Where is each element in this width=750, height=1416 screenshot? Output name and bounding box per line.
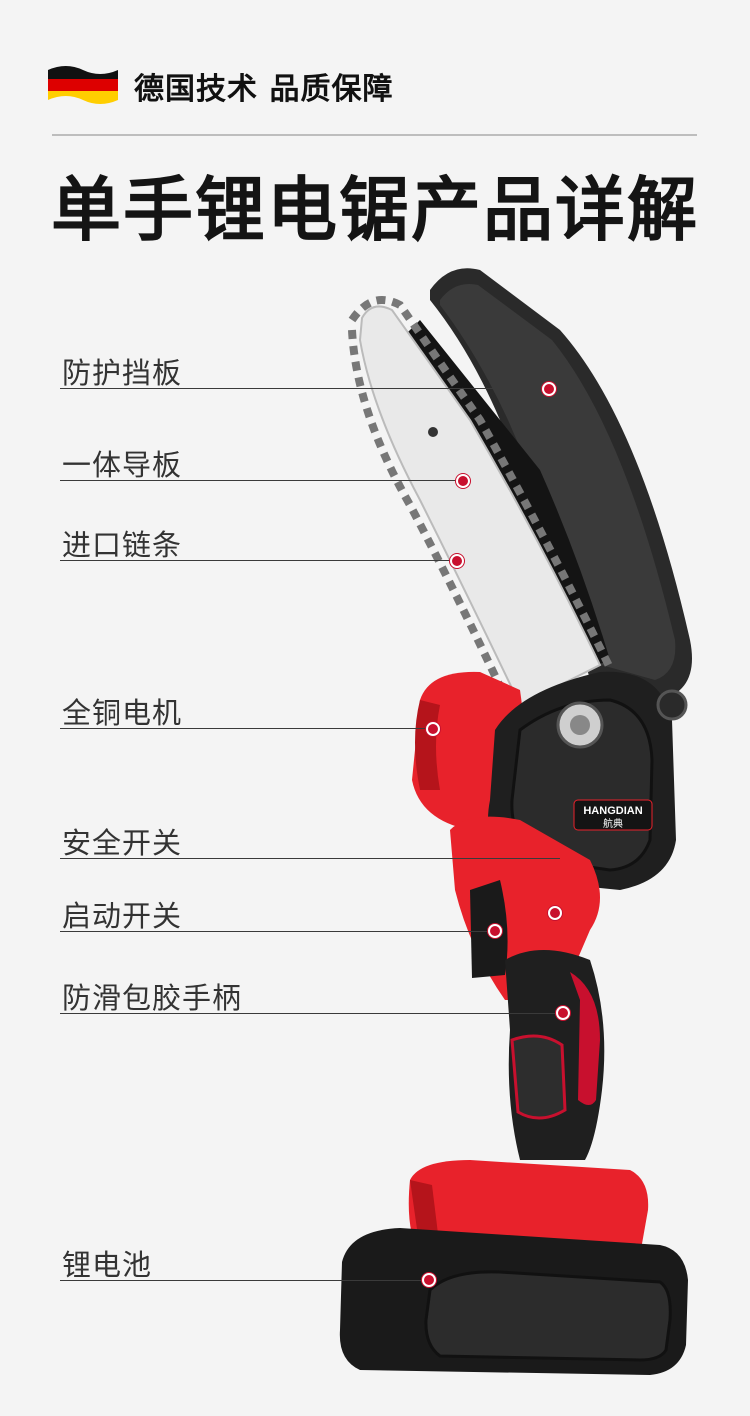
callout-line-motor	[60, 728, 428, 729]
callout-line-safety-switch	[60, 858, 560, 859]
callout-label-handle: 防滑包胶手柄	[62, 981, 243, 1015]
brand-text: HANGDIAN	[583, 805, 642, 817]
brand-cn-text: 航典	[603, 817, 623, 830]
callout-line-battery	[60, 1280, 424, 1281]
callout-label-guard: 防护挡板	[62, 356, 183, 390]
callout-line-handle	[60, 1013, 560, 1014]
callout-line-guard	[60, 388, 548, 389]
callout-dot-battery	[422, 1273, 436, 1287]
callout-line-start-switch	[60, 931, 488, 932]
callout-dot-chain	[450, 554, 464, 568]
battery-mount	[408, 1160, 649, 1255]
callout-label-battery: 锂电池	[62, 1248, 153, 1282]
callout-line-guide-bar	[60, 480, 460, 481]
callout-dot-guard	[542, 382, 556, 396]
header: 德国技术 品质保障	[46, 58, 706, 108]
callout-line-chain	[60, 560, 454, 561]
callout-dot-guide-bar	[456, 474, 470, 488]
callout-label-start-switch: 启动开关	[62, 899, 183, 933]
callout-dot-start-switch	[488, 924, 502, 938]
germany-flag-icon	[48, 66, 118, 104]
page-title: 单手锂电锯产品详解	[51, 169, 699, 251]
callout-dot-handle	[556, 1006, 570, 1020]
callout-label-safety-switch: 安全开关	[62, 826, 183, 860]
header-divider	[52, 134, 697, 136]
callout-label-guide-bar: 一体导板	[62, 448, 183, 482]
callout-label-chain: 进口链条	[62, 528, 183, 562]
callout-label-motor: 全铜电机	[62, 696, 183, 730]
tagline: 德国技术 品质保障	[134, 72, 394, 107]
callout-dot-safety-switch	[548, 906, 562, 920]
callout-dot-motor	[426, 722, 440, 736]
